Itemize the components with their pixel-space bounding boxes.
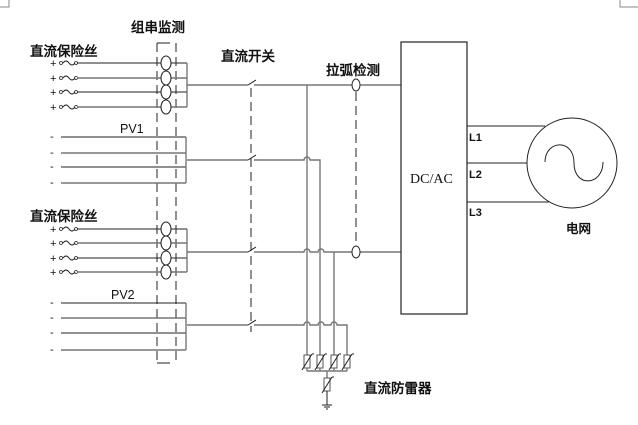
positive-sign: +: [50, 73, 56, 85]
dc-switch-contact: [247, 79, 257, 86]
dc-switch-contact: [247, 154, 257, 161]
grid-source-circle: [526, 117, 618, 209]
positive-sign: +: [50, 267, 56, 279]
negative-sign: -: [50, 147, 54, 159]
positive-sign: +: [50, 87, 56, 99]
string-current-sensor: [160, 221, 172, 237]
dc-switch-contact: [247, 319, 257, 326]
dc-surge-protector: [301, 353, 354, 410]
crop-mark-top-right: [619, 0, 638, 8]
fuse-icon: [62, 60, 76, 66]
fuse-terminal: [59, 241, 63, 245]
fuse-terminal: [59, 227, 63, 231]
negative-sign: -: [50, 344, 54, 356]
positive-sign: +: [50, 224, 56, 236]
phase-label-l1: L1: [469, 132, 482, 144]
fuse-icon: [62, 255, 76, 261]
positive-sign: +: [50, 253, 56, 265]
fuse-icon: [62, 104, 76, 110]
negative-sign: -: [50, 297, 54, 309]
ac-sine-icon: [544, 144, 604, 182]
varistor-slash: [301, 353, 314, 371]
fuse-icon: [62, 226, 76, 232]
varistor-slash: [321, 376, 334, 394]
string-current-sensor: [160, 250, 172, 266]
grid-label: 电网: [566, 221, 591, 236]
string-current-sensor: [160, 99, 172, 115]
fuse-icon: [62, 89, 76, 95]
pv2-positive-bus: [187, 246, 401, 355]
arc-sensor-2: [351, 245, 361, 259]
fuse-icon: [62, 269, 76, 275]
arc-sensor-1: [351, 78, 361, 92]
negative-sign: -: [50, 177, 54, 189]
phase-label-l3: L3: [469, 207, 482, 219]
pv1-positive-bus: [187, 79, 401, 86]
pv2-positive-strings: + + + +: [50, 221, 188, 280]
dc-fuse-label-bottom: 直流保险丝: [30, 208, 98, 225]
varistor-slash: [314, 353, 327, 371]
positive-sign: +: [50, 58, 56, 70]
fuse-terminal: [59, 105, 63, 109]
positive-sign: +: [50, 102, 56, 114]
dc-switch-contact: [247, 246, 257, 253]
pv1-negative-strings: - - - -: [50, 131, 187, 189]
string-current-sensor: [160, 235, 172, 251]
ground-icon: [322, 404, 332, 410]
dc-surge-protector-label: 直流防雷器: [364, 380, 432, 397]
pv2-negative-strings: - - - -: [50, 297, 187, 356]
inverter-box: [400, 41, 468, 315]
fuse-icon: [62, 75, 76, 81]
string-monitor-box: [156, 42, 177, 364]
grid-connection: [467, 117, 618, 209]
string-monitor-label: 组串监测: [131, 19, 185, 36]
dc-fuse-label-top: 直流保险丝: [30, 43, 98, 60]
varistor-slash: [328, 353, 341, 371]
arc-detection-sensors: [351, 78, 361, 259]
negative-sign: -: [50, 131, 54, 143]
fuse-terminal: [59, 90, 63, 94]
string-current-sensor: [160, 55, 172, 71]
string-current-sensor: [160, 84, 172, 100]
phase-label-l2: L2: [469, 169, 482, 181]
fuse-terminal: [59, 76, 63, 80]
string-current-sensor: [160, 264, 172, 280]
pv2-label: PV2: [111, 288, 135, 302]
fuse-terminal: [59, 256, 63, 260]
pv1-positive-strings: + + + +: [50, 55, 188, 115]
pv2-negative-bus: [187, 319, 348, 355]
fuse-terminal: [59, 270, 63, 274]
crop-marks: [0, 0, 638, 8]
positive-sign: +: [50, 238, 56, 250]
varistor-slash: [341, 353, 354, 371]
dc-switch-label: 直流开关: [221, 48, 275, 65]
fuse-terminal: [59, 61, 63, 65]
negative-sign: -: [50, 161, 54, 173]
inverter-label: DC/AC: [410, 172, 453, 187]
pv1-label: PV1: [120, 122, 144, 136]
string-current-sensor: [160, 70, 172, 86]
negative-sign: -: [50, 327, 54, 339]
fuse-icon: [62, 240, 76, 246]
arc-detection-label: 拉弧检测: [326, 62, 380, 79]
crop-mark-top-left: [0, 0, 10, 8]
negative-sign: -: [50, 312, 54, 324]
